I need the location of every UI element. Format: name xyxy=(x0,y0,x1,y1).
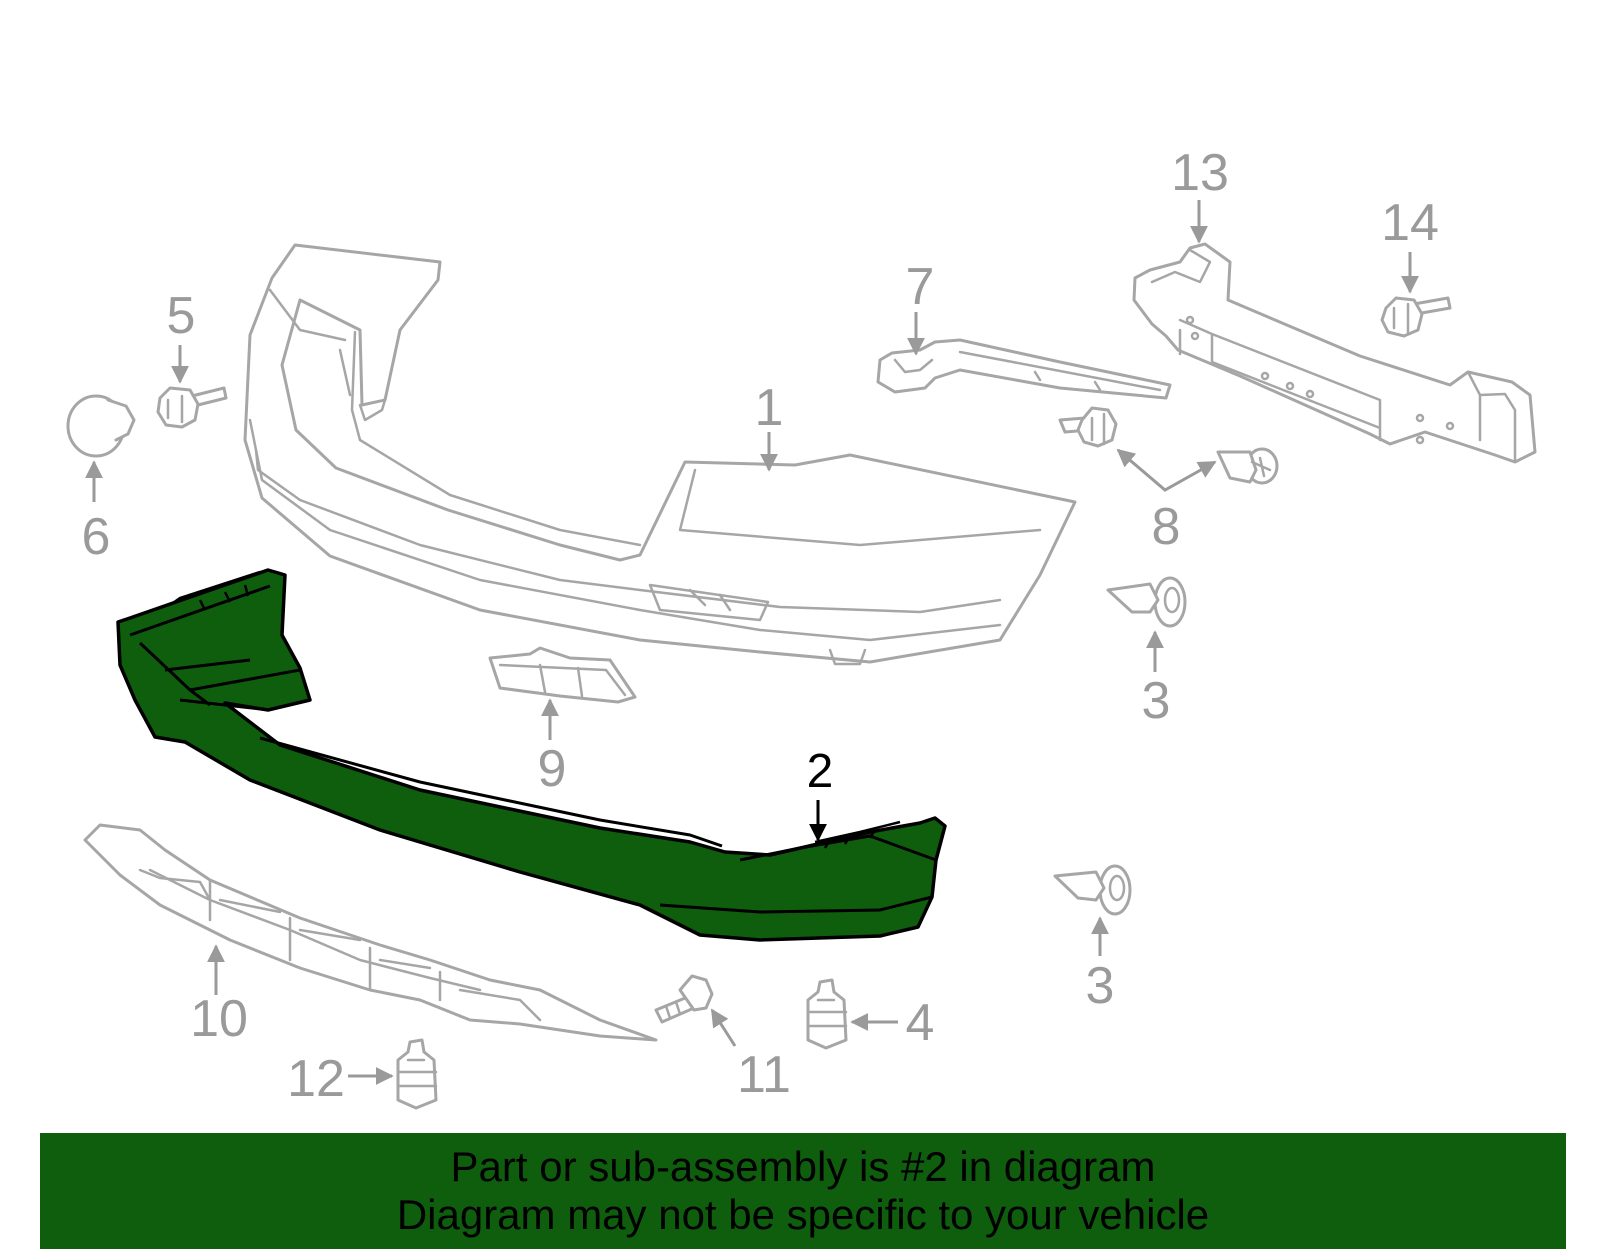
part-2-lower-bumper-garnish xyxy=(116,568,947,942)
part-9-reflector xyxy=(488,646,637,704)
callout-12: 12 xyxy=(287,1050,345,1108)
part-5-bolt xyxy=(156,386,228,429)
callout-arrows xyxy=(85,200,1419,1085)
part-6-cap xyxy=(66,394,136,458)
callout-4: 4 xyxy=(906,994,935,1052)
part-3-screw-upper xyxy=(1106,576,1187,628)
part-3-screw-lower xyxy=(1053,864,1132,916)
part-1-bumper-cover xyxy=(243,243,1077,666)
callout-6: 6 xyxy=(82,508,111,566)
part-11-screw xyxy=(654,974,714,1024)
part-12-clip xyxy=(396,1038,438,1110)
callout-labels: 1 2 3 3 4 5 6 7 8 9 10 11 12 13 14 xyxy=(82,144,1439,1108)
banner-line-part-number: Part or sub-assembly is #2 in diagram xyxy=(450,1143,1156,1190)
part-14-bolt xyxy=(1380,296,1452,338)
callout-1: 1 xyxy=(755,379,784,437)
callout-7: 7 xyxy=(906,258,935,316)
banner-line-disclaimer: Diagram may not be specific to your vehi… xyxy=(396,1191,1210,1238)
info-banner: Part or sub-assembly is #2 in diagram Di… xyxy=(40,1133,1566,1249)
part-7-bracket xyxy=(876,338,1172,400)
callout-14: 14 xyxy=(1381,194,1439,252)
callout-10: 10 xyxy=(190,990,248,1048)
part-8-bolts xyxy=(1058,406,1279,485)
callout-11: 11 xyxy=(737,1046,791,1104)
part-10-diffuser xyxy=(83,823,658,1042)
callout-9: 9 xyxy=(538,740,567,798)
callout-8: 8 xyxy=(1152,498,1181,556)
part-13-reinforcement-beam xyxy=(1132,242,1537,464)
callout-13: 13 xyxy=(1171,144,1229,202)
callout-3-lower: 3 xyxy=(1086,957,1115,1015)
callout-3-upper: 3 xyxy=(1142,672,1171,730)
part-4-clip xyxy=(806,978,848,1050)
callout-2: 2 xyxy=(807,745,834,798)
callout-5: 5 xyxy=(167,287,196,345)
